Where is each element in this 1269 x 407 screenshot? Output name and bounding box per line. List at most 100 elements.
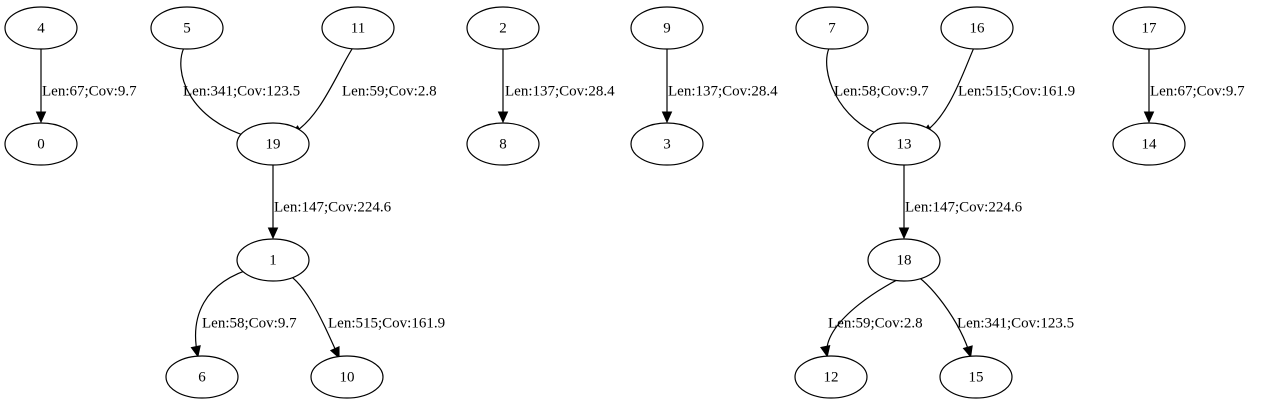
node-0[interactable]: 0 [4, 122, 78, 166]
node-ellipse[interactable] [4, 122, 78, 166]
node-ellipse[interactable] [310, 355, 384, 399]
node-7[interactable]: 7 [795, 6, 869, 50]
edge-9-to-3: Len:137;Cov:28.4 [661, 49, 778, 124]
edge-13-to-18: Len:147;Cov:224.6 [898, 165, 1023, 240]
node-label: 1 [269, 252, 277, 268]
edge-line [290, 46, 354, 135]
edge-line [826, 47, 886, 138]
edge-line [195, 264, 263, 357]
node-label: 3 [663, 136, 671, 152]
node-label: 6 [198, 369, 206, 385]
edge-16-to-13: Len:515;Cov:161.9 [920, 47, 1075, 135]
node-label: 15 [969, 369, 984, 385]
edge-label: Len:59;Cov:2.8 [828, 315, 923, 331]
edge-label: Len:58;Cov:9.7 [202, 315, 297, 331]
node-label: 12 [824, 369, 839, 385]
arrowhead-icon [497, 111, 509, 124]
arrowhead-icon [661, 111, 673, 124]
node-4[interactable]: 4 [4, 6, 78, 50]
node-ellipse[interactable] [867, 238, 941, 282]
node-ellipse[interactable] [630, 122, 704, 166]
node-ellipse[interactable] [630, 6, 704, 50]
node-ellipse[interactable] [1112, 122, 1186, 166]
node-label: 5 [183, 20, 191, 36]
node-label: 7 [828, 20, 836, 36]
node-11[interactable]: 11 [321, 6, 395, 50]
node-ellipse[interactable] [150, 6, 224, 50]
arrowhead-icon [190, 345, 201, 358]
node-2[interactable]: 2 [466, 6, 540, 50]
node-ellipse[interactable] [940, 6, 1014, 50]
node-ellipse[interactable] [236, 238, 310, 282]
node-label: 14 [1142, 136, 1158, 152]
node-15[interactable]: 15 [939, 355, 1013, 399]
arrowhead-icon [898, 227, 910, 240]
edge-label: Len:137;Cov:28.4 [668, 83, 778, 99]
edge-17-to-14: Len:67;Cov:9.7 [1143, 49, 1245, 124]
edge-11-to-19: Len:59;Cov:2.8 [289, 46, 437, 135]
edge-label: Len:147;Cov:224.6 [905, 199, 1023, 215]
node-1[interactable]: 1 [236, 238, 310, 282]
node-label: 17 [1142, 20, 1158, 36]
node-5[interactable]: 5 [150, 6, 224, 50]
edge-label: Len:67;Cov:9.7 [42, 83, 137, 99]
node-label: 16 [970, 20, 986, 36]
node-label: 2 [499, 20, 507, 36]
node-label: 18 [897, 252, 912, 268]
node-8[interactable]: 8 [466, 122, 540, 166]
node-10[interactable]: 10 [310, 355, 384, 399]
arrowhead-icon [35, 111, 47, 124]
node-13[interactable]: 13 [867, 122, 941, 166]
node-9[interactable]: 9 [630, 6, 704, 50]
node-17[interactable]: 17 [1112, 6, 1186, 50]
edge-line [180, 47, 255, 139]
edge-label: Len:341;Cov:123.5 [183, 83, 300, 99]
node-ellipse[interactable] [236, 122, 310, 166]
arrowhead-icon [1143, 111, 1155, 124]
node-3[interactable]: 3 [630, 122, 704, 166]
edge-label: Len:515;Cov:161.9 [328, 315, 445, 331]
node-ellipse[interactable] [321, 6, 395, 50]
edge-18-to-15: Len:341;Cov:123.5 [912, 272, 1074, 358]
node-ellipse[interactable] [795, 6, 869, 50]
node-label: 4 [37, 20, 45, 36]
node-label: 8 [499, 136, 507, 152]
node-16[interactable]: 16 [940, 6, 1014, 50]
node-label: 13 [897, 136, 912, 152]
node-label: 0 [37, 136, 45, 152]
node-label: 19 [266, 136, 281, 152]
arrowhead-icon [820, 345, 831, 358]
edge-label: Len:147;Cov:224.6 [274, 199, 392, 215]
node-18[interactable]: 18 [867, 238, 941, 282]
node-ellipse[interactable] [939, 355, 1013, 399]
edge-line [281, 270, 340, 359]
edge-label: Len:58;Cov:9.7 [834, 83, 929, 99]
edge-18-to-12: Len:59;Cov:2.8 [820, 278, 923, 358]
node-ellipse[interactable] [867, 122, 941, 166]
node-label: 10 [340, 369, 355, 385]
node-label: 9 [663, 20, 671, 36]
node-ellipse[interactable] [4, 6, 78, 50]
edge-label: Len:341;Cov:123.5 [957, 315, 1074, 331]
node-12[interactable]: 12 [794, 355, 868, 399]
arrowhead-icon [962, 345, 973, 358]
edge-2-to-8: Len:137;Cov:28.4 [497, 49, 615, 124]
edge-4-to-0: Len:67;Cov:9.7 [35, 49, 137, 124]
edge-19-to-1: Len:147;Cov:224.6 [267, 165, 392, 240]
node-ellipse[interactable] [1112, 6, 1186, 50]
node-14[interactable]: 14 [1112, 122, 1186, 166]
node-ellipse[interactable] [794, 355, 868, 399]
edge-label: Len:59;Cov:2.8 [342, 83, 437, 99]
edge-label: Len:137;Cov:28.4 [505, 83, 615, 99]
node-6[interactable]: 6 [165, 355, 239, 399]
arrowhead-icon [267, 227, 279, 240]
node-19[interactable]: 19 [236, 122, 310, 166]
edge-1-to-10: Len:515;Cov:161.9 [281, 270, 445, 359]
node-ellipse[interactable] [165, 355, 239, 399]
edge-label: Len:67;Cov:9.7 [1150, 83, 1245, 99]
node-ellipse[interactable] [466, 122, 540, 166]
edge-label: Len:515;Cov:161.9 [958, 83, 1075, 99]
node-ellipse[interactable] [466, 6, 540, 50]
